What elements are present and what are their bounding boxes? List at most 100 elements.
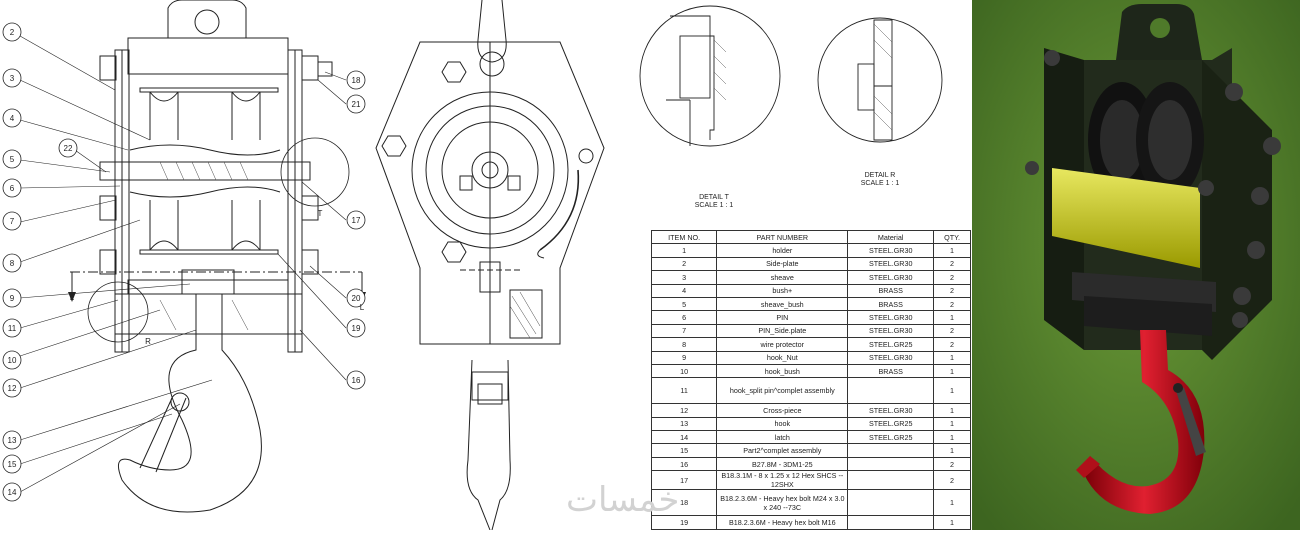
bom-header-qty: QTY. — [933, 229, 971, 245]
bom-material: BRASS — [847, 283, 935, 298]
bom-qty: 2 — [933, 323, 971, 339]
balloon-18 — [346, 70, 366, 90]
balloon-text: 22 — [64, 144, 73, 153]
hook-outline — [117, 334, 262, 513]
balloon-text: 12 — [8, 384, 17, 393]
bom-item-no: 16 — [650, 456, 718, 472]
balloon-text: 2 — [10, 28, 15, 37]
balloon-16 — [346, 370, 366, 390]
balloon-13 — [2, 430, 22, 450]
balloon-text: 7 — [10, 217, 15, 226]
detail-t-scale: SCALE 1 : 1 — [694, 202, 734, 209]
bom-material: STEEL.GR25 — [847, 430, 935, 445]
holder-eye — [167, 0, 247, 38]
balloon-20 — [346, 288, 366, 308]
bom-part-number: hook_bush — [716, 363, 849, 379]
side-view-drawing — [360, 0, 620, 531]
bom-item-no: 7 — [650, 323, 718, 339]
balloon-text: 3 — [10, 74, 15, 83]
detail-r-marker: R — [145, 337, 151, 346]
detail-views-svg — [639, 5, 943, 147]
bom-item-no: 8 — [650, 337, 718, 352]
bom-part-number: PIN — [716, 310, 849, 325]
bom-part-number: sheave_bush — [716, 296, 849, 312]
front-view-drawing: 2 3 4 5 6 7 8 9 11 10 12 13 15 14 22 18 … — [0, 0, 380, 530]
bom-qty: 1 — [933, 430, 971, 445]
bom-part-number: wire protector — [716, 337, 849, 352]
bom-part-number: hook_Nut — [716, 350, 849, 365]
detail-views: DETAIL T SCALE 1 : 1 DETAIL R SCALE 1 : … — [630, 0, 970, 230]
bom-part-number: hook — [716, 416, 849, 432]
balloon-15 — [2, 454, 22, 474]
balloon-text: 6 — [10, 184, 15, 193]
balloon-12 — [2, 378, 22, 398]
bom-header-material: Material — [847, 229, 935, 245]
bom-item-no: 2 — [650, 256, 718, 272]
balloon-8 — [2, 253, 22, 273]
front-view-svg: 2 3 4 5 6 7 8 9 11 10 12 13 15 14 22 18 … — [2, 0, 366, 513]
bom-material — [847, 443, 935, 458]
bom-qty: 1 — [933, 403, 971, 418]
side-view-svg — [375, 0, 605, 531]
bom-part-number: Part2^complet assembly — [716, 443, 849, 458]
balloon-5 — [2, 149, 22, 169]
bom-material: STEEL.GR30 — [847, 350, 935, 365]
bom-item-no: 1 — [650, 243, 718, 258]
balloon-7 — [2, 211, 22, 231]
balloon-text: 15 — [8, 460, 17, 469]
balloon-text: 19 — [352, 324, 361, 333]
balloon-text: 13 — [8, 436, 17, 445]
balloon-21 — [346, 94, 366, 114]
bom-item-no: 5 — [650, 296, 718, 312]
frame-right — [1202, 60, 1272, 360]
bom-item-no: 13 — [650, 416, 718, 432]
bom-qty: 2 — [933, 283, 971, 298]
detail-r-scale: SCALE 1 : 1 — [860, 180, 900, 187]
bom-item-no: 12 — [650, 403, 718, 418]
bom-header-part: PART NUMBER — [716, 229, 849, 245]
latch-render — [1174, 384, 1206, 456]
bom-material: STEEL.GR25 — [847, 337, 935, 352]
balloon-3 — [2, 68, 22, 88]
bom-item-no: 3 — [650, 270, 718, 285]
bom-item-no: 10 — [650, 363, 718, 379]
balloon-9 — [2, 288, 22, 308]
bom-part-number: B27.8M - 3DM1-25 — [716, 456, 849, 472]
bom-material: STEEL.GR30 — [847, 256, 935, 272]
bom-material: STEEL.GR30 — [847, 403, 935, 418]
bom-material: STEEL.GR30 — [847, 310, 935, 325]
bom-material: STEEL.GR30 — [847, 270, 935, 285]
balloon-text: 11 — [8, 324, 17, 333]
balloon-text: 18 — [352, 76, 361, 85]
balloon-2 — [2, 22, 22, 42]
bom-item-no: 15 — [650, 443, 718, 458]
wire-guard — [1052, 168, 1200, 268]
bom-qty: 1 — [933, 416, 971, 432]
bom-qty: 1 — [933, 363, 971, 379]
pin — [99, 161, 311, 181]
bom-material: BRASS — [847, 296, 935, 312]
detail-t-title: DETAIL T — [699, 194, 729, 201]
bom-material — [847, 377, 935, 405]
bom-part-number: B18.2.3.6M - Heavy hex bolt M16 — [716, 515, 849, 530]
bom-qty: 2 — [933, 470, 971, 491]
section-label-right: L — [360, 303, 365, 312]
hook-render — [1084, 330, 1205, 514]
bom-qty: 1 — [933, 377, 971, 405]
bom-qty: 2 — [933, 456, 971, 472]
render-3d — [972, 0, 1300, 530]
bom-part-number: holder — [716, 243, 849, 258]
